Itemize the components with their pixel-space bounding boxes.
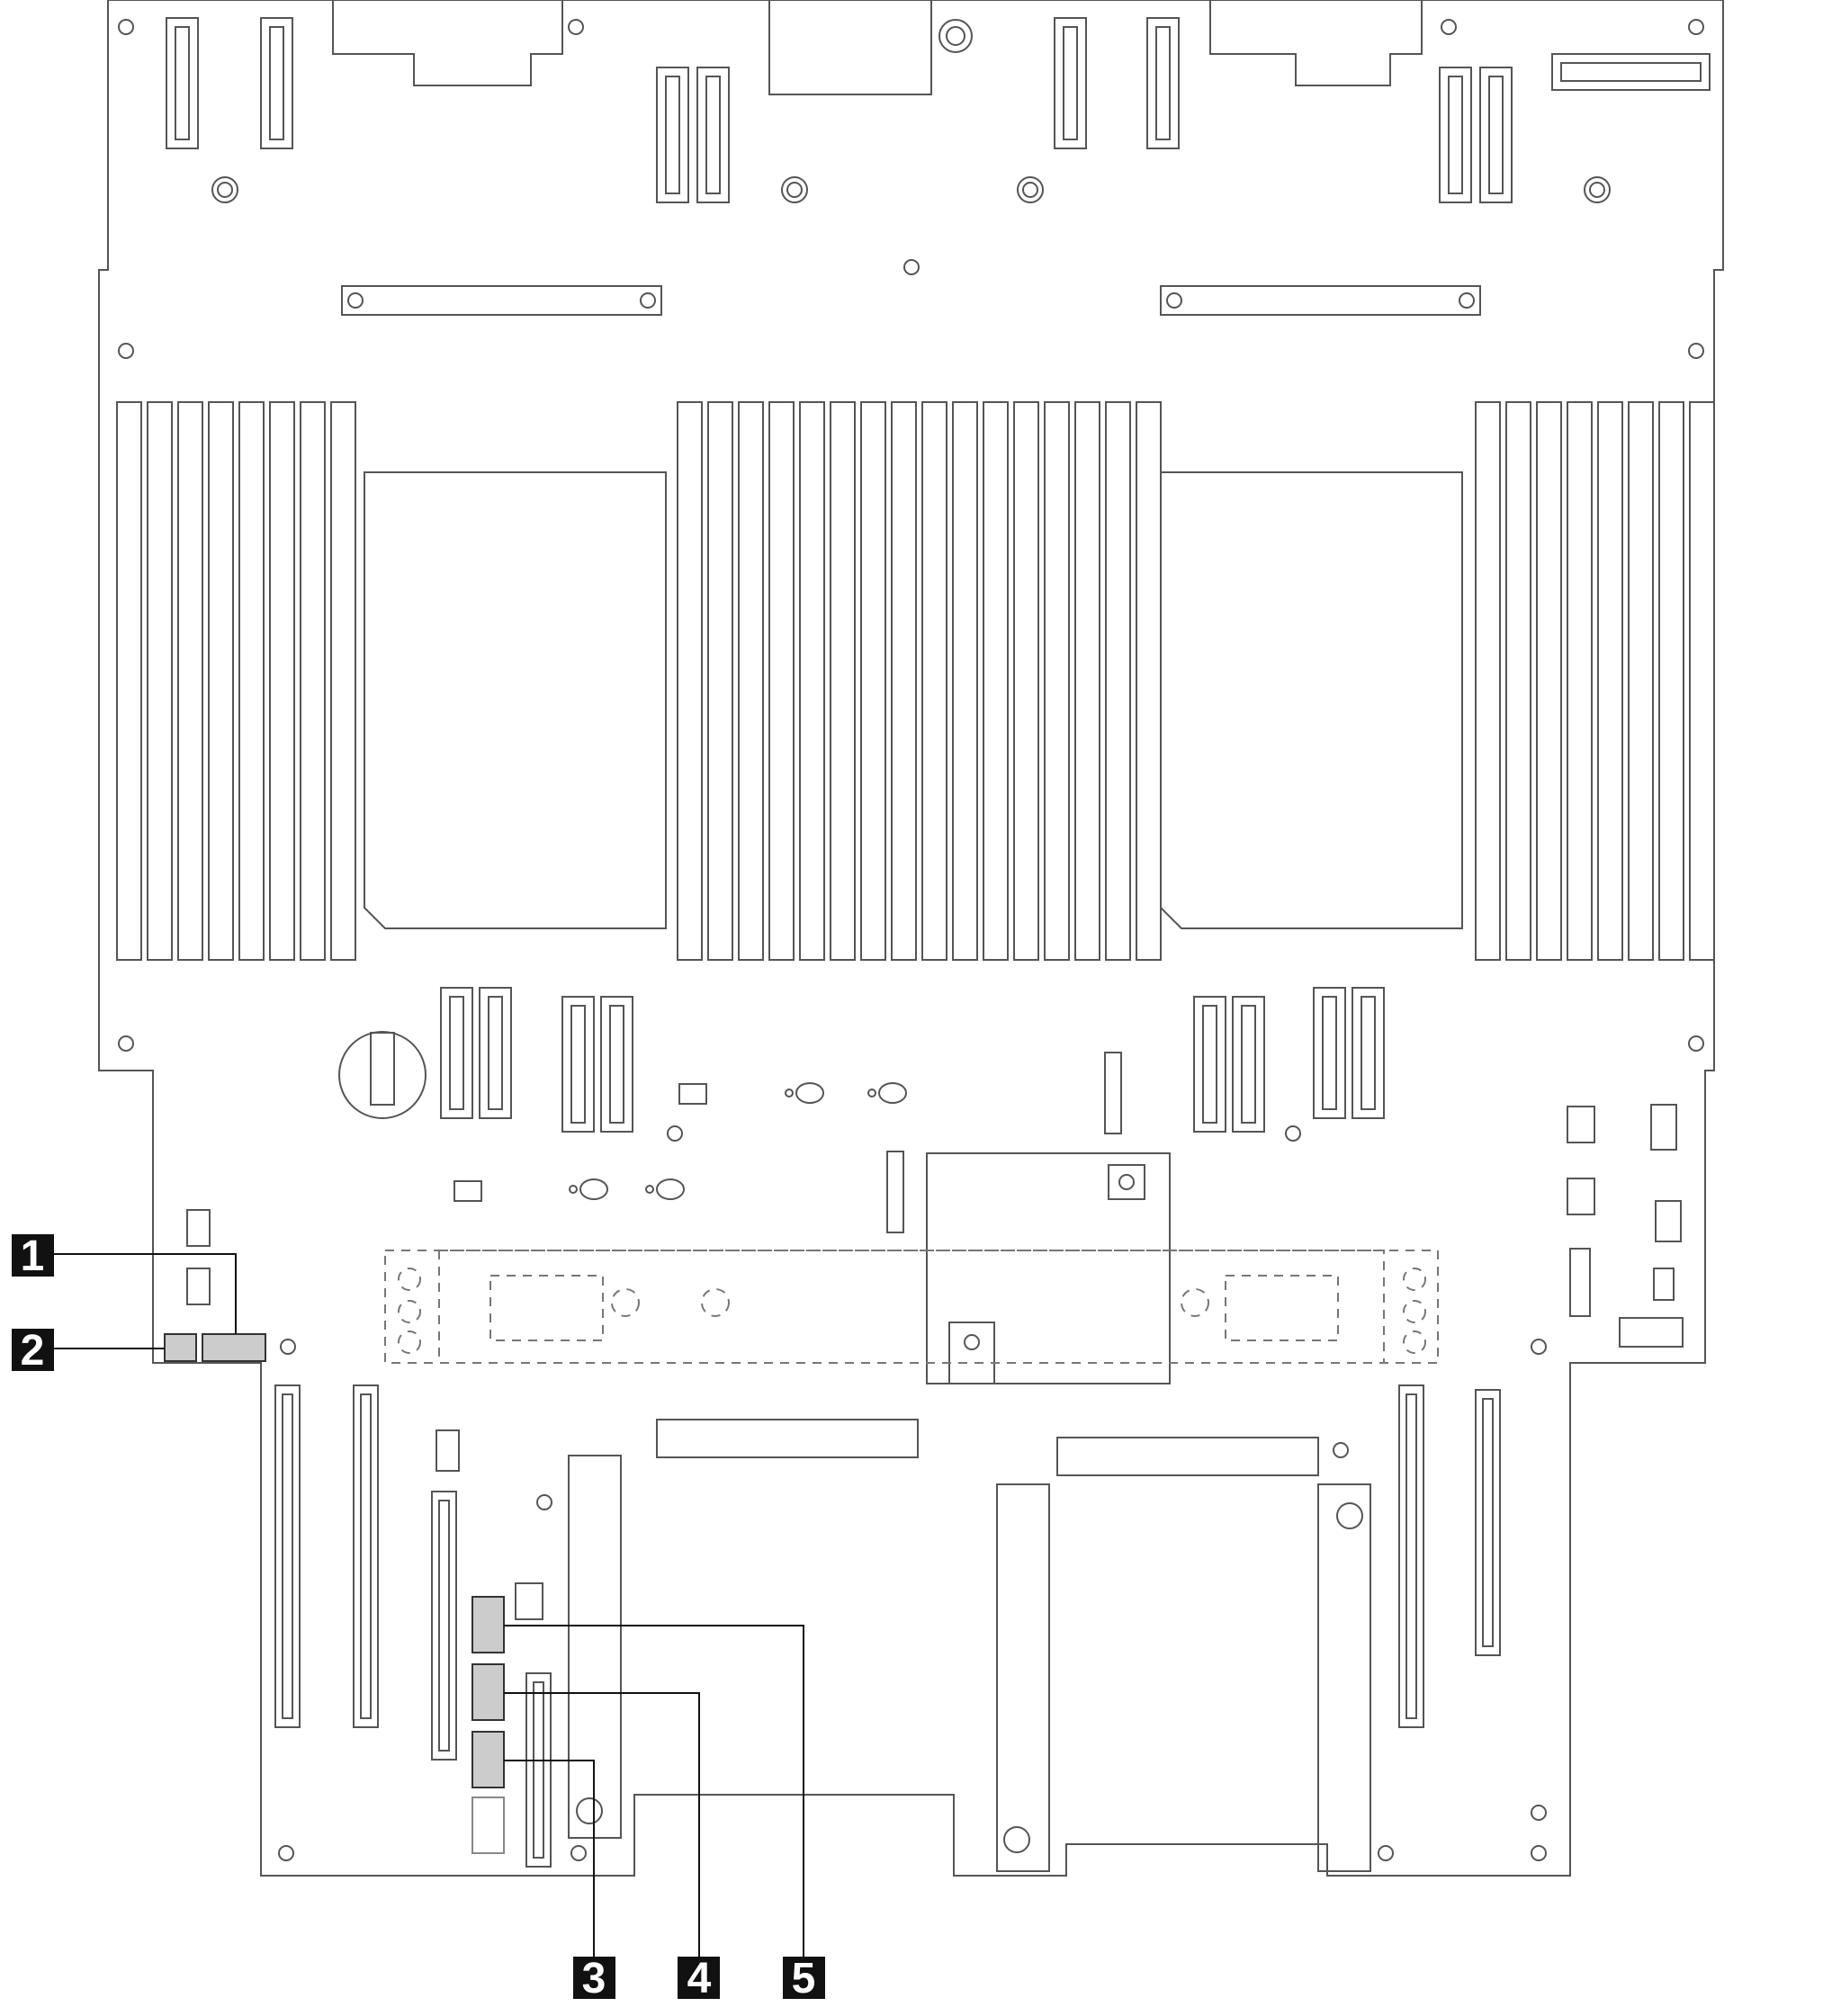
dimm-group-right [1475, 401, 1715, 961]
rails [568, 1455, 1371, 1872]
header-2 [164, 1333, 197, 1362]
callout-1: 1 [12, 1232, 54, 1280]
center-module [926, 1152, 1171, 1384]
header-5 [471, 1596, 505, 1653]
leader-lines [54, 1253, 804, 1957]
svg-text:2: 2 [21, 1327, 45, 1375]
header-1 [202, 1333, 266, 1362]
pin-headers [164, 1333, 543, 1854]
mid-connectors [440, 987, 1385, 1233]
dimm-slots [116, 401, 1715, 961]
battery-holder [338, 1031, 427, 1119]
svg-text:4: 4 [687, 1955, 712, 2003]
small-parts [186, 1082, 1684, 1348]
board-outline [98, 0, 1724, 1877]
riser-cage-dashed [384, 1250, 1439, 1364]
callout-4: 4 [678, 1955, 720, 2003]
processor-sockets [364, 471, 1463, 929]
callout-3: 3 [573, 1955, 615, 2003]
brackets [341, 285, 1481, 316]
svg-text:1: 1 [21, 1232, 45, 1280]
lower-slots [274, 1384, 1501, 1868]
dimm-group-left [116, 401, 356, 961]
dimm-group-center [677, 401, 1162, 961]
mounting-holes [118, 19, 1704, 1861]
svg-text:3: 3 [582, 1955, 606, 2003]
callout-2: 2 [12, 1327, 54, 1375]
header-4 [471, 1663, 505, 1721]
svg-text:5: 5 [792, 1955, 816, 2003]
callouts: 1 2 3 4 5 [12, 1232, 825, 2003]
callout-5: 5 [783, 1955, 825, 2003]
header-3 [471, 1731, 505, 1788]
top-connectors [166, 17, 1711, 203]
